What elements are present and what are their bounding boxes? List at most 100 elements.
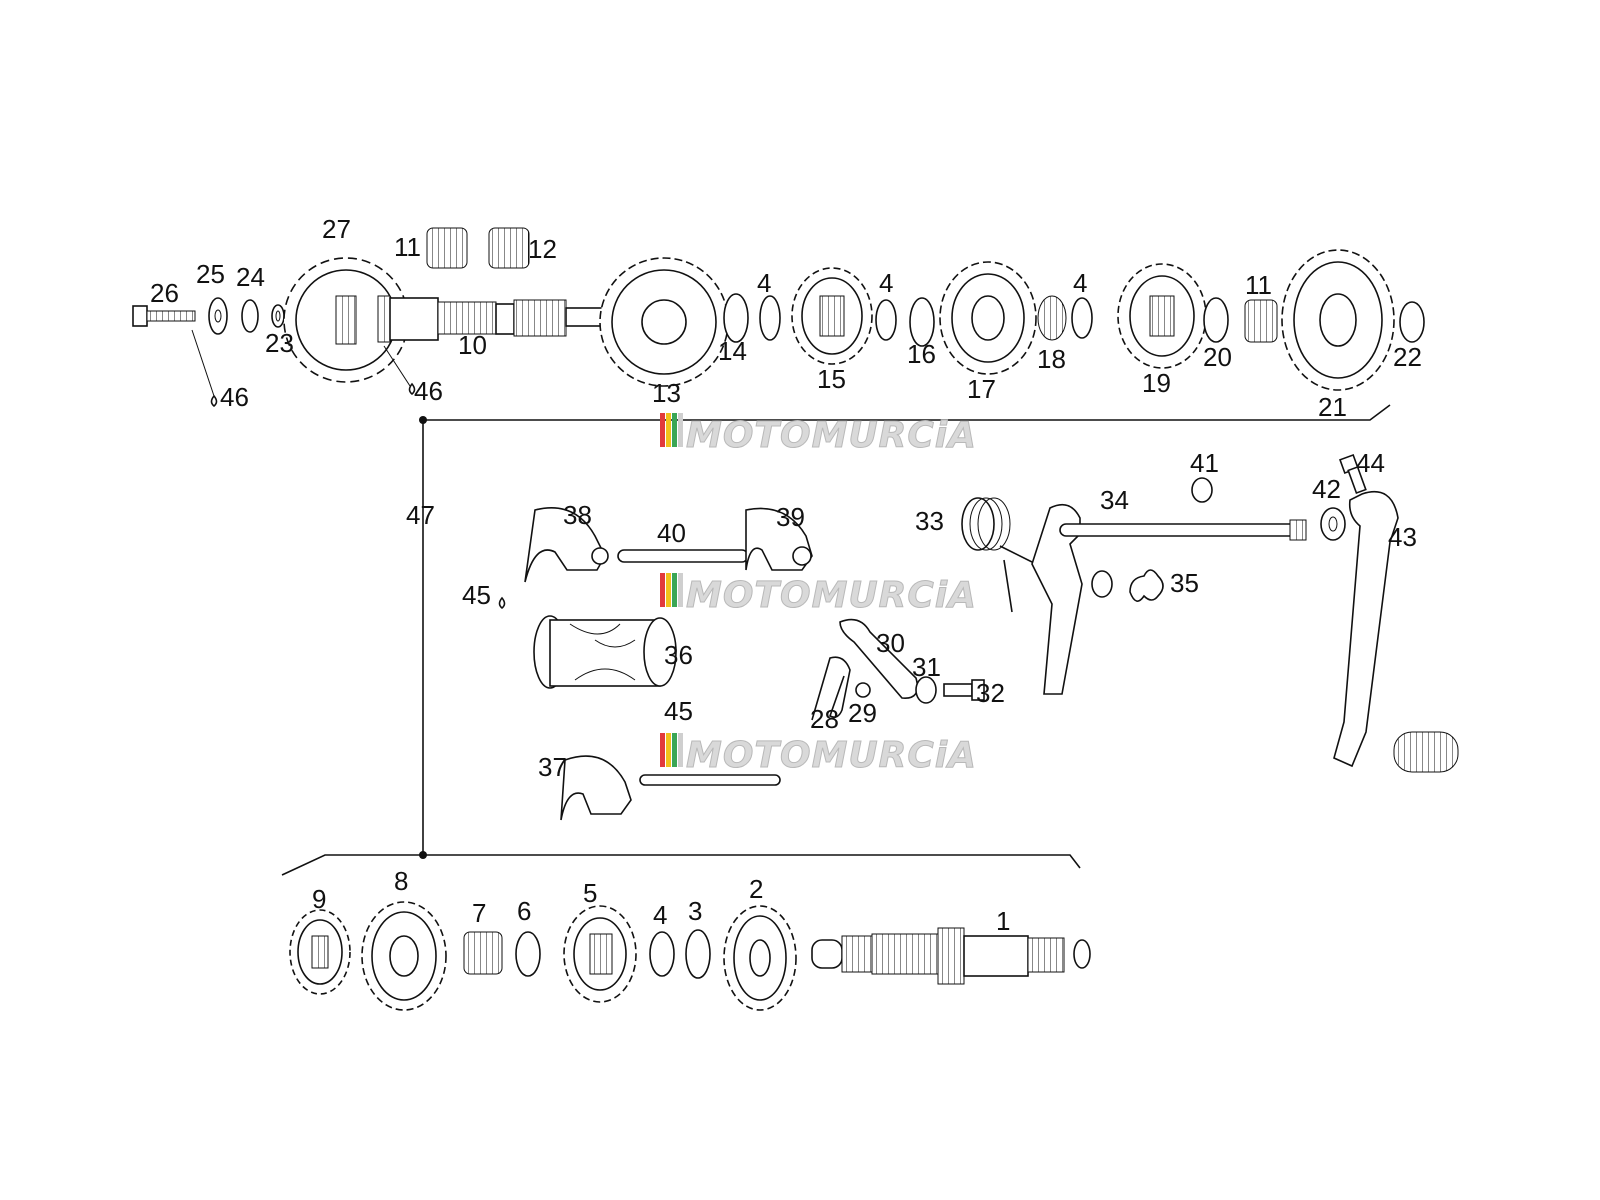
part-number: 28 [810, 704, 839, 734]
circlip-part [723, 293, 749, 343]
bolt-part [132, 305, 196, 327]
part-number: 34 [1100, 485, 1129, 515]
part-number: 43 [1388, 522, 1417, 552]
washer-part [909, 297, 935, 347]
part-number: 39 [776, 502, 805, 532]
circlip-part [1191, 477, 1213, 503]
gear-part [1117, 263, 1207, 369]
part-number: 16 [907, 339, 936, 369]
part-number: 19 [1142, 368, 1171, 398]
washer-part [915, 676, 937, 704]
part-number: 38 [563, 500, 592, 530]
part-number: 33 [915, 506, 944, 536]
lower-shaft-group [289, 901, 1091, 1011]
shift-mechanism-group [498, 454, 1459, 821]
part-number: 22 [1393, 342, 1422, 372]
part-number: 24 [236, 262, 265, 292]
gear-part [723, 905, 797, 1011]
bearing-part [488, 227, 530, 269]
fork-rod-part [617, 549, 749, 563]
shift-fork-part [560, 755, 632, 821]
part-number: 4 [757, 268, 771, 298]
part-number: 11 [394, 232, 421, 262]
bearing-part [463, 931, 503, 975]
part-number: 11 [1245, 270, 1272, 300]
part-number: 1 [996, 906, 1010, 936]
shaft-part [377, 295, 629, 343]
watermark-text: MOTOMURCiA [686, 575, 977, 616]
part-number: 21 [1318, 392, 1347, 422]
gear-part [599, 257, 729, 387]
part-number: 4 [1073, 268, 1087, 298]
part-number: 30 [876, 628, 905, 658]
gear-part [939, 261, 1037, 375]
bolt-part [1339, 454, 1367, 495]
washer-part [208, 297, 228, 335]
spring-part [811, 656, 851, 721]
part-number: 4 [653, 900, 667, 930]
part-number: 7 [472, 898, 486, 928]
selector-lever-part [839, 618, 919, 699]
upper-shaft-group [132, 227, 1425, 408]
part-number: 5 [583, 878, 597, 908]
spring-part [1129, 569, 1164, 602]
connector-lines [281, 404, 1391, 876]
fork-rod-part [639, 774, 781, 786]
part-number: 47 [406, 500, 435, 530]
gear-part [563, 905, 637, 1003]
watermark-text: MOTOMURCiA [686, 415, 977, 456]
washer-part [271, 304, 285, 328]
part-number: 17 [967, 374, 996, 404]
part-number: 3 [688, 896, 702, 926]
shift-drum-part [533, 615, 677, 689]
part-number: 32 [976, 678, 1005, 708]
gear-lever-part [1333, 490, 1459, 773]
part-number: 40 [657, 518, 686, 548]
circlip-part [649, 931, 675, 977]
bearing-part [426, 227, 468, 269]
part-number: 29 [848, 698, 877, 728]
spring-part [961, 497, 1041, 613]
part-number: 25 [196, 259, 225, 289]
washer-part [241, 299, 259, 333]
shift-shaft-part [1031, 503, 1307, 695]
drop-part [408, 382, 416, 396]
part-number: 42 [1312, 474, 1341, 504]
washer-part [1320, 507, 1346, 541]
part-number: 2 [749, 874, 763, 904]
screw-part [943, 679, 985, 701]
part-number: 41 [1190, 448, 1219, 478]
shift-fork-part [524, 507, 606, 583]
washer-part [1203, 297, 1229, 343]
drop-part [210, 394, 218, 408]
part-number: 46 [414, 376, 443, 406]
part-number: 8 [394, 866, 408, 896]
part-number: 27 [322, 214, 351, 244]
gear-part [1281, 249, 1395, 391]
part-number: 18 [1037, 344, 1066, 374]
gear-part [289, 909, 351, 995]
part-labels: 1 2 3 4 4 4 4 5 6 7 8 9 10 11 11 12 13 1… [150, 214, 1422, 936]
circlip-part [1071, 297, 1093, 339]
bearing-part [1244, 299, 1278, 343]
washer-part [1399, 301, 1425, 343]
part-number: 23 [265, 328, 294, 358]
part-number: 20 [1203, 342, 1232, 372]
bearing-part [1037, 295, 1067, 341]
part-number: 4 [879, 268, 893, 298]
gear-part [361, 901, 447, 1011]
part-number: 12 [528, 234, 557, 264]
part-number: 14 [718, 336, 747, 366]
part-number: 44 [1356, 448, 1385, 478]
part-number: 13 [652, 378, 681, 408]
circlip-part [875, 299, 897, 341]
part-number: 10 [458, 330, 487, 360]
part-number: 37 [538, 752, 567, 782]
gear-part [791, 267, 873, 365]
part-number: 9 [312, 884, 326, 914]
drop-part [498, 596, 506, 610]
part-number: 6 [517, 896, 531, 926]
part-number: 45 [462, 580, 491, 610]
watermark-text: MOTOMURCiA [686, 735, 977, 776]
